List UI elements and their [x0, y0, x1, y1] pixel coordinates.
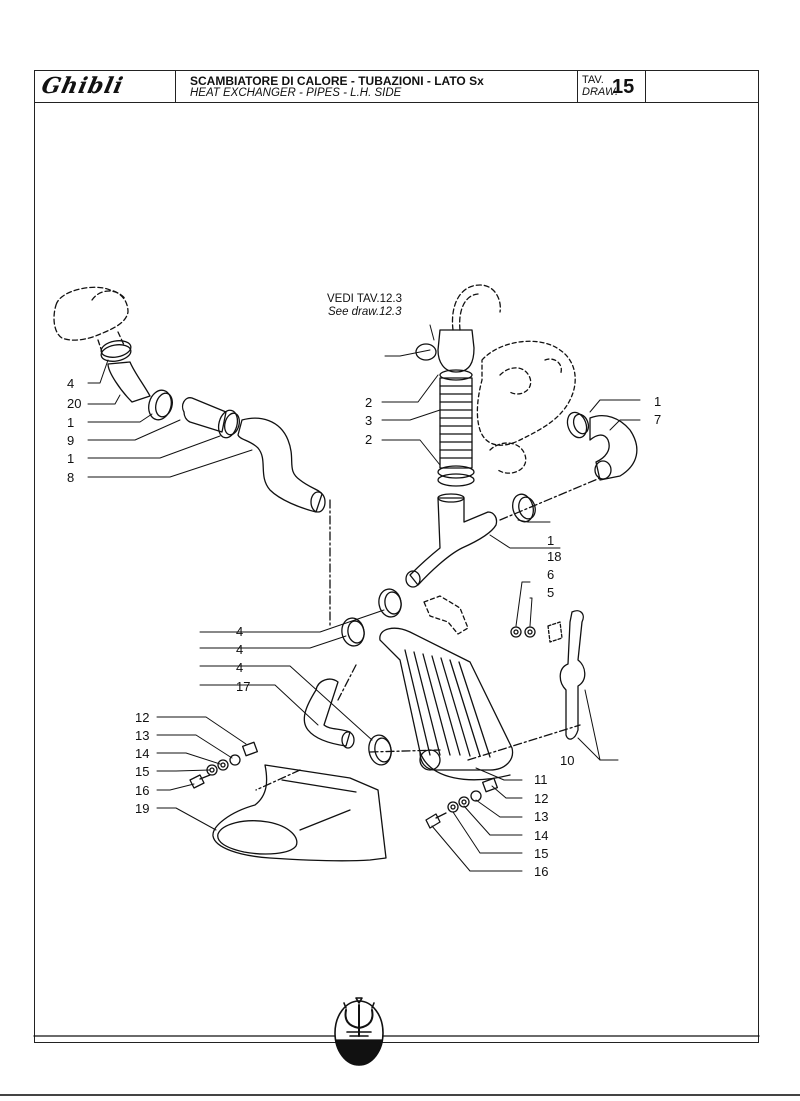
callout-label: 1 — [654, 394, 662, 409]
elbow-hose-7-end — [594, 460, 612, 480]
hardware-left-stack — [189, 741, 258, 789]
callout-label: 5 — [547, 585, 555, 600]
heat-exchanger-core — [379, 627, 514, 781]
axis-line-bottom — [369, 724, 581, 761]
hose-20 — [107, 361, 151, 403]
leader-lines — [87, 324, 641, 872]
valve-body — [415, 329, 475, 381]
washer-5 — [524, 626, 536, 638]
t-pipe-18-bottom — [405, 570, 421, 588]
stud-bolt — [547, 621, 563, 643]
callout-label: 17 — [236, 679, 251, 694]
reference-note-italian: VEDI TAV.12.3 — [327, 293, 403, 305]
callout-label: 14 — [534, 828, 549, 843]
callout-label: 20 — [67, 396, 82, 411]
callout-label: 19 — [135, 801, 150, 816]
callout-label: 13 — [135, 728, 150, 743]
reference-note-english: See draw.12.3 — [328, 306, 402, 318]
hose-8-end — [310, 491, 326, 513]
nut-6 — [510, 626, 522, 638]
callout-label: 3 — [365, 413, 373, 428]
t-pipe-18 — [409, 497, 498, 586]
pipe-9 — [181, 397, 227, 433]
hose-clamp-4-b — [341, 617, 365, 647]
title-block: Ghibli SCAMBIATORE DI CALORE - TUBAZIONI… — [34, 70, 759, 103]
hose-clamp-4-top — [100, 340, 132, 362]
drawing-number-cell: TAV. DRAW. 15 — [578, 70, 646, 103]
callout-label: 4 — [236, 660, 244, 675]
callout-label: 12 — [135, 710, 150, 725]
corrugated-hose-3 — [437, 377, 475, 487]
t-pipe-18-top — [437, 493, 465, 503]
axis-line-center — [255, 664, 357, 791]
callout-label: 1 — [547, 533, 555, 548]
elbow-hose-7 — [589, 415, 638, 481]
hose-clamp-1-right-mid — [512, 493, 536, 523]
hardware-right-stack — [425, 777, 498, 829]
callout-label: 1 — [67, 451, 75, 466]
phantom-valve-hose — [451, 284, 501, 331]
title-italian: SCAMBIATORE DI CALORE - TUBAZIONI - LATO… — [190, 74, 484, 88]
callout-label: 11 — [534, 772, 548, 787]
air-duct-19-mouth — [217, 820, 298, 855]
callout-label: 1 — [67, 415, 75, 430]
callout-label: 15 — [135, 764, 150, 779]
title-cell: SCAMBIATORE DI CALORE - TUBAZIONI - LATO… — [176, 70, 578, 103]
title-english: HEAT EXCHANGER - PIPES - L.H. SIDE — [190, 87, 402, 99]
callout-label: 8 — [67, 470, 75, 485]
hose-clamp-1-top-right — [566, 411, 590, 439]
callout-label: 6 — [547, 567, 555, 582]
page-edge-line — [0, 1094, 800, 1096]
callout-label: 12 — [534, 791, 549, 806]
callout-label: 16 — [135, 783, 150, 798]
callout-label: 2 — [365, 432, 373, 447]
callout-label: 15 — [534, 846, 549, 861]
callout-label: 18 — [547, 549, 562, 564]
callout-label: 14 — [135, 746, 150, 761]
air-duct-19-detail — [281, 779, 357, 831]
phantom-engine-outline — [476, 340, 576, 474]
bracket-10 — [559, 610, 586, 740]
callout-label: 16 — [534, 864, 549, 879]
draw-label: DRAW. — [582, 86, 619, 98]
tav-label: TAV. — [582, 74, 604, 86]
callout-label: 4 — [67, 376, 75, 391]
maserati-trident-icon — [334, 997, 384, 1066]
callout-label: 2 — [365, 395, 373, 410]
axis-line-right — [499, 477, 601, 521]
air-duct-19 — [212, 764, 387, 862]
callout-label: 7 — [654, 412, 662, 427]
hose-8 — [237, 417, 323, 513]
drawing-number: 15 — [612, 76, 635, 98]
callout-label: 4 — [236, 624, 244, 639]
callout-label: 10 — [560, 753, 575, 768]
hose-clamp-4-c — [368, 734, 392, 766]
callout-label: 9 — [67, 433, 75, 448]
phantom-upper-left-fitting — [53, 286, 129, 353]
callout-label: 13 — [534, 809, 549, 824]
drawing-frame — [34, 70, 759, 1043]
hose-clamp-4-a — [378, 588, 402, 618]
hose-clamp-1-left — [148, 389, 173, 421]
hose-clamp-1-mid — [217, 409, 240, 439]
elbow-hose-17-end — [341, 731, 355, 749]
logo-cell: Ghibli — [34, 70, 176, 103]
callout-label: 4 — [236, 642, 244, 657]
phantom-bracket — [423, 595, 469, 635]
